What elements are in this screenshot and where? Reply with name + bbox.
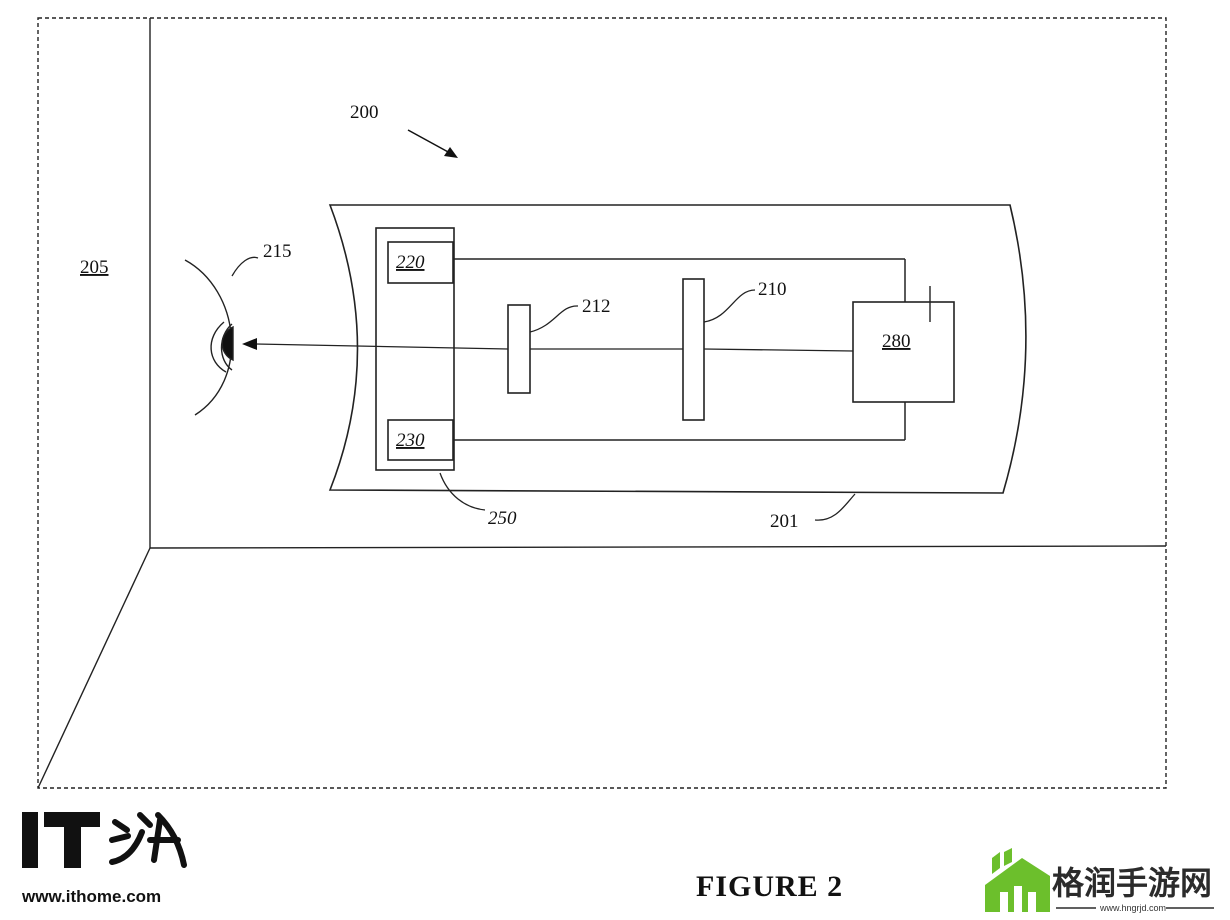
label-220: 220 <box>396 252 425 273</box>
housing-201 <box>328 204 1027 494</box>
label-230: 230 <box>396 430 425 451</box>
label-210: 210 <box>758 279 787 300</box>
hngrjd-name: 格润手游网 <box>1052 864 1212 902</box>
ithome-watermark: www.ithome.com <box>21 812 187 906</box>
ithome-logo <box>22 812 187 868</box>
label-201: 201 <box>770 511 799 532</box>
house-logo-icon <box>985 848 1050 912</box>
leader-212 <box>529 305 579 333</box>
figure-caption: FIGURE 2 <box>696 870 843 903</box>
hngrjd-url: www.hngrjd.com <box>1099 903 1166 913</box>
label-215: 215 <box>263 241 292 262</box>
leader-215 <box>231 256 259 277</box>
element-212 <box>507 304 531 394</box>
label-250: 250 <box>488 508 517 529</box>
display-220 <box>387 241 454 284</box>
environment-room <box>37 17 1167 789</box>
light-ray <box>242 338 854 352</box>
leader-250 <box>439 472 486 511</box>
wiring-loop <box>453 258 906 441</box>
leader-210 <box>703 289 756 323</box>
label-200: 200 <box>350 102 379 123</box>
arrow-200 <box>407 129 458 158</box>
label-212: 212 <box>582 296 611 317</box>
label-205: 205 <box>80 257 109 278</box>
label-280: 280 <box>882 331 911 352</box>
frame-250 <box>375 227 455 471</box>
element-210 <box>682 278 705 421</box>
leader-201 <box>814 493 856 521</box>
eye-icon <box>184 259 234 416</box>
hngrjd-watermark: 格润手游网 www.hngrjd.com <box>985 848 1214 913</box>
module-280 <box>852 301 955 403</box>
ithome-url: www.ithome.com <box>21 887 161 906</box>
